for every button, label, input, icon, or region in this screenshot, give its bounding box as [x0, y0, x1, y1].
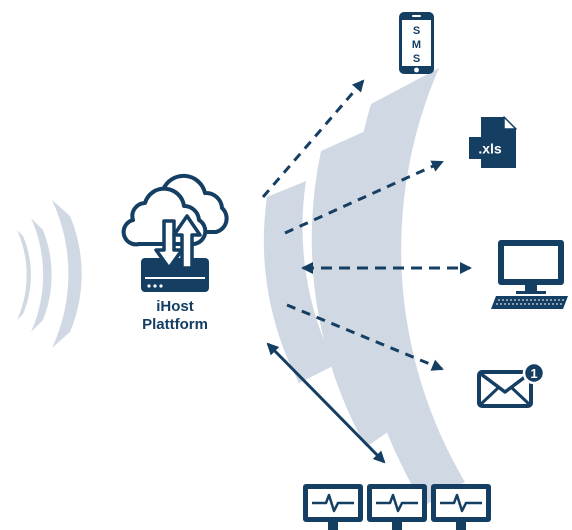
arrow-to-monitors [266, 342, 386, 464]
envelope-icon: 1 [477, 361, 546, 408]
arc-inner [263, 181, 335, 383]
upload-arrow-icon [172, 214, 202, 270]
sms-letter-m: M [412, 39, 421, 51]
monitor-group [303, 484, 491, 530]
desktop-computer-icon [491, 240, 568, 309]
platform-subtitle: Plattform [142, 316, 208, 333]
cloud-server-icon [121, 173, 229, 292]
server-box [141, 258, 209, 292]
notification-badge [522, 361, 546, 385]
platform-label: iHost Plattform [120, 298, 230, 334]
signal-wave-small [17, 230, 31, 320]
connection-arrows [261, 79, 472, 464]
download-arrow-icon [154, 219, 184, 270]
arrow-to-xls [284, 160, 444, 235]
smartphone-icon: S M S [399, 12, 434, 74]
heartbeat-monitor-icon [303, 484, 363, 530]
heartbeat-monitor-icon [431, 484, 491, 530]
sms-letter-s2: S [413, 53, 420, 65]
signal-waves-icon [17, 200, 82, 348]
sms-letter-s1: S [413, 25, 420, 37]
heartbeat-monitor-icon [367, 484, 427, 530]
arrow-to-email [286, 303, 444, 371]
signal-wave-medium [31, 218, 52, 332]
spreadsheet-file-icon: .xls [469, 116, 517, 168]
notification-count: 1 [530, 366, 537, 381]
platform-name: iHost [156, 298, 194, 315]
signal-wave-large [52, 200, 82, 348]
xls-file-label: .xls [478, 141, 502, 157]
